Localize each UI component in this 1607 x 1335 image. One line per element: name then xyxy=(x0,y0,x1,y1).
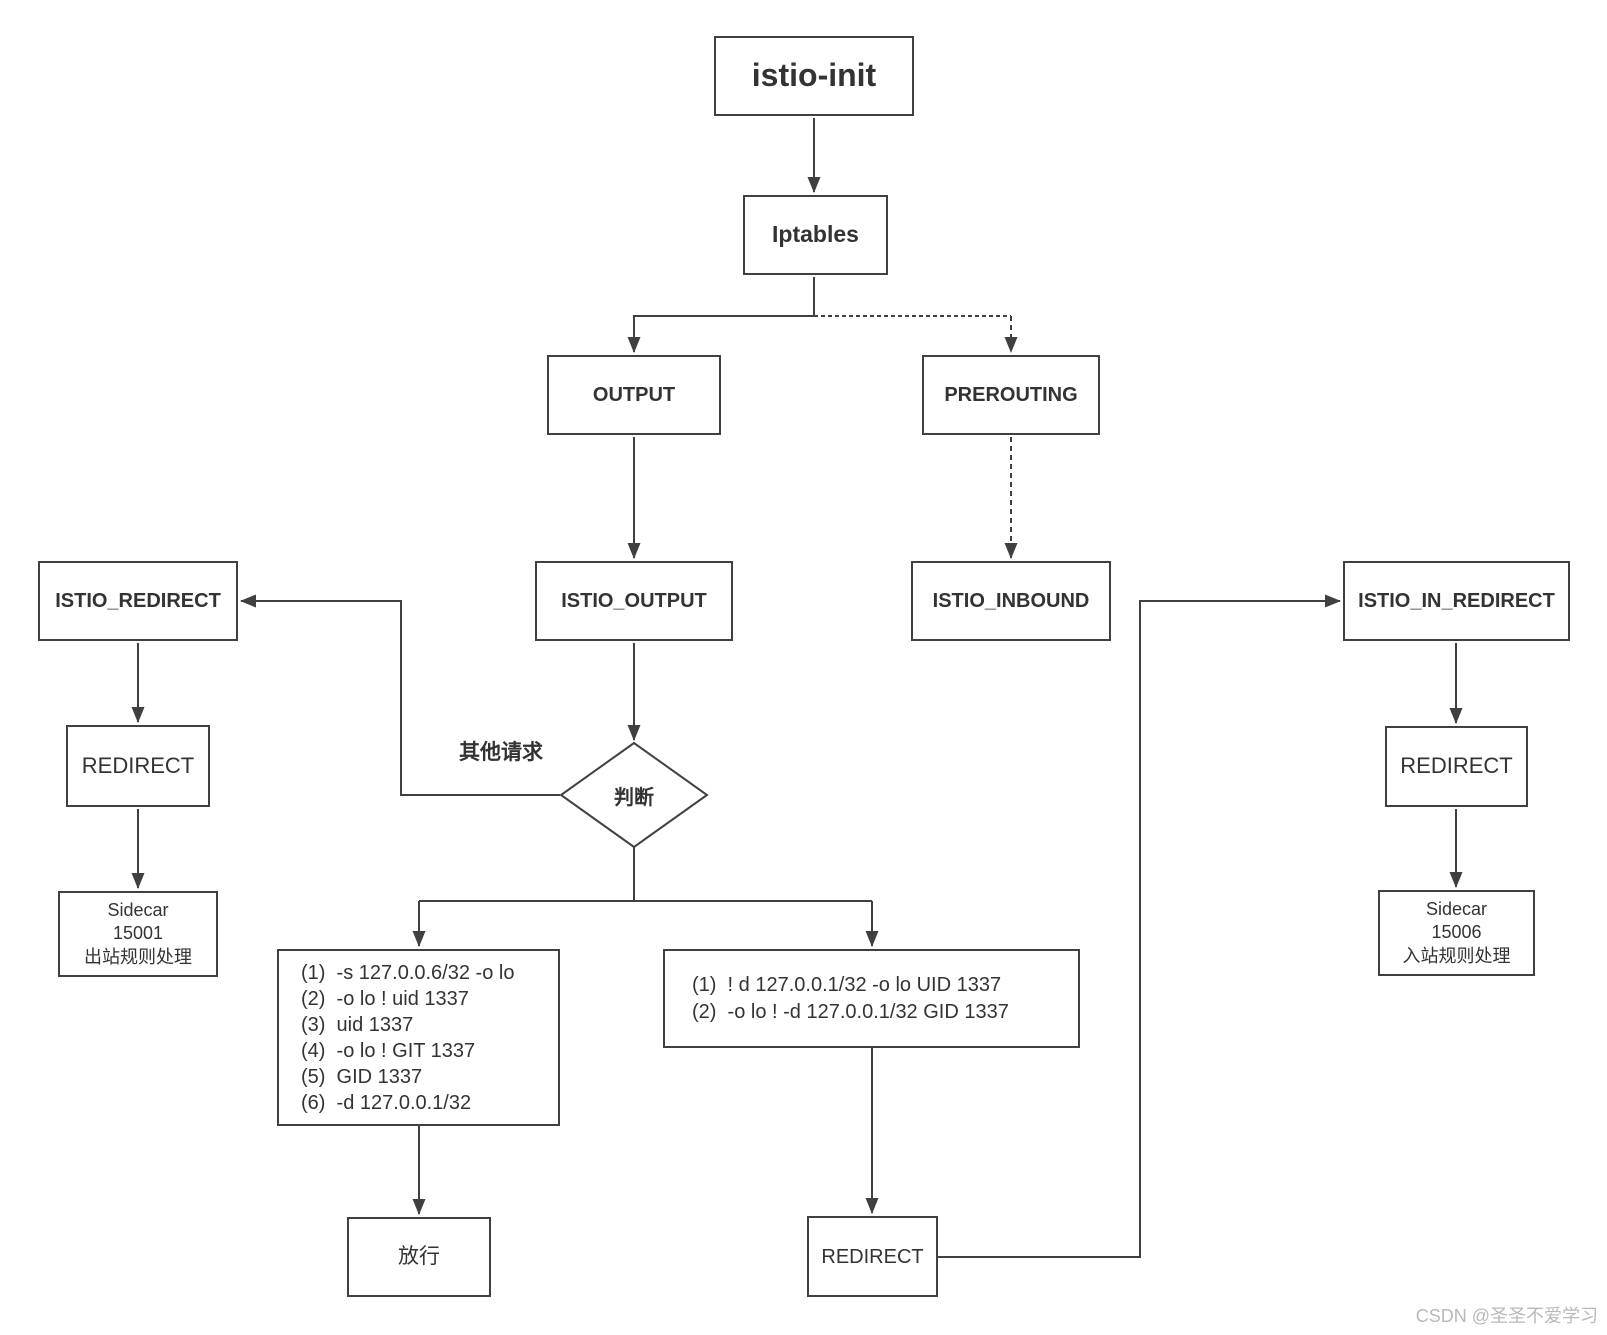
node-redirect-rules: REDIRECT xyxy=(807,1216,938,1297)
node-istio-init-label: istio-init xyxy=(751,57,877,94)
edge-iptables-output xyxy=(627,277,815,353)
node-prerouting-label: PREROUTING xyxy=(944,384,1078,406)
sidecar-outbound-desc: 出站规则处理 xyxy=(84,946,192,967)
node-output-label: OUTPUT xyxy=(592,384,676,406)
watermark: CSDN @圣圣不爱学习 xyxy=(1415,1306,1598,1326)
sidecar-outbound-line: Sidecar xyxy=(107,899,169,920)
node-istio-init: istio-init xyxy=(714,36,914,116)
node-iptables: Iptables xyxy=(743,195,888,275)
node-pass: 放行 xyxy=(347,1217,491,1297)
sidecar-inbound-port: 15006 xyxy=(1431,922,1482,943)
node-istio-inbound: ISTIO_INBOUND xyxy=(911,561,1111,641)
rule-outbound-1: (1) -s 127.0.0.6/32 -o lo xyxy=(301,961,515,984)
node-istio-output: ISTIO_OUTPUT xyxy=(535,561,733,641)
sidecar-inbound-desc: 入站规则处理 xyxy=(1402,945,1511,966)
node-sidecar-outbound: Sidecar 15001 出站规则处理 xyxy=(58,891,218,977)
sidecar-outbound-port: 15001 xyxy=(112,923,164,944)
node-sidecar-inbound: Sidecar 15006 入站规则处理 xyxy=(1378,890,1535,976)
node-redirect-inbound-label: REDIRECT xyxy=(1400,753,1513,779)
node-istio-redirect-label: ISTIO_REDIRECT xyxy=(55,590,221,612)
node-pass-label: 放行 xyxy=(398,1245,440,1269)
rule-outbound-4: (4) -o lo ! GIT 1337 xyxy=(301,1039,476,1062)
other-requests-label: 其他请求 xyxy=(459,741,543,764)
sidecar-inbound-line: Sidecar xyxy=(1425,898,1488,919)
rule-inbound-1: (1) ! d 127.0.0.1/32 -o lo UID 1337 xyxy=(692,973,1002,996)
node-rules-inbound: (1) ! d 127.0.0.1/32 -o lo UID 1337 (2) … xyxy=(663,949,1080,1048)
node-istio-in-redirect: ISTIO_IN_REDIRECT xyxy=(1343,561,1570,641)
node-prerouting-chain: PREROUTING xyxy=(922,355,1100,435)
rule-inbound-2: (2) -o lo ! -d 127.0.0.1/32 GID 1337 xyxy=(692,1000,1009,1023)
edge-redirect-istio-in-redirect xyxy=(938,594,1341,1258)
node-istio-output-label: ISTIO_OUTPUT xyxy=(561,590,707,612)
node-output-chain: OUTPUT xyxy=(547,355,721,435)
node-redirect-outbound-label: REDIRECT xyxy=(81,752,195,778)
rule-outbound-6: (6) -d 127.0.0.1/32 xyxy=(301,1091,472,1114)
node-istio-in-redirect-label: ISTIO_IN_REDIRECT xyxy=(1358,590,1555,612)
node-rules-outbound: (1) -s 127.0.0.6/32 -o lo (2) -o lo ! ui… xyxy=(277,949,560,1126)
node-redirect-outbound: REDIRECT xyxy=(66,725,210,807)
edge-decision-istio-redirect xyxy=(240,594,560,796)
decision-label: 判断 xyxy=(614,787,654,809)
node-iptables-label: Iptables xyxy=(772,221,859,248)
decision-diamond xyxy=(559,741,709,849)
rule-outbound-5: (5) GID 1337 xyxy=(301,1065,423,1088)
rule-outbound-2: (2) -o lo ! uid 1337 xyxy=(301,987,469,1010)
node-istio-redirect: ISTIO_REDIRECT xyxy=(38,561,238,641)
node-redirect-rules-label: REDIRECT xyxy=(821,1245,924,1268)
node-redirect-inbound: REDIRECT xyxy=(1385,726,1528,807)
rule-outbound-3: (3) uid 1337 xyxy=(301,1013,414,1036)
node-istio-inbound-label: ISTIO_INBOUND xyxy=(932,590,1090,612)
